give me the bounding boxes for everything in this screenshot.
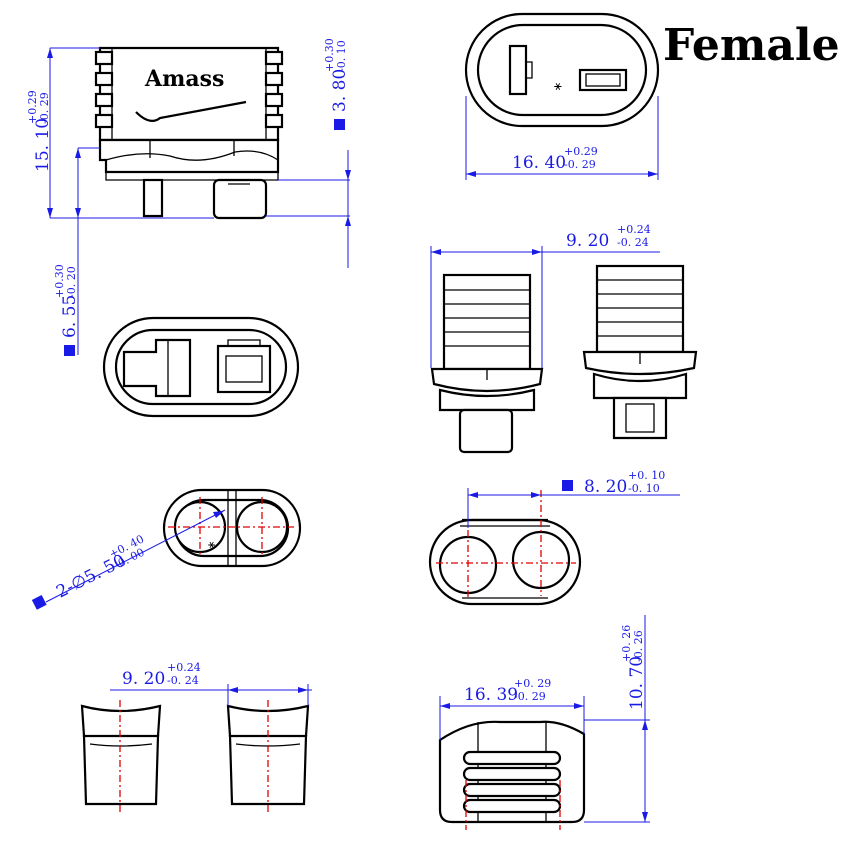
svg-text:-0. 20: -0. 20 <box>65 266 78 298</box>
svg-text:+0.24: +0.24 <box>167 661 201 674</box>
svg-text:-0. 24: -0. 24 <box>617 236 649 249</box>
brand-logo-text: Amass <box>144 66 224 92</box>
pin-face-view <box>428 490 582 606</box>
top-oval-view: ⚹ <box>464 12 660 128</box>
svg-text:+0. 10: +0. 10 <box>628 469 665 482</box>
dim-height-top: 3. 80 +0.30 -0. 10 <box>323 38 350 130</box>
dim-pin-length: 6. 55 +0.30 -0. 20 <box>53 264 80 356</box>
side-view-left <box>430 273 544 454</box>
dim-height-total: 15. 10 +0.29 -0. 29 <box>26 90 53 172</box>
svg-text:9. 20: 9. 20 <box>566 231 609 251</box>
svg-text:-0. 29: -0. 29 <box>564 158 596 171</box>
svg-text:16. 40: 16. 40 <box>512 153 566 173</box>
svg-text:+0.24: +0.24 <box>617 223 651 236</box>
dim-body-height: 10. 70 +0. 26 -0. 26 <box>620 625 647 710</box>
svg-text:16. 39: 16. 39 <box>464 685 518 705</box>
right-ribs <box>264 48 284 140</box>
terminal-pair-view <box>80 700 310 812</box>
svg-text:+0. 29: +0. 29 <box>514 677 551 690</box>
svg-text:+0.29: +0.29 <box>564 145 598 158</box>
svg-text:9. 20: 9. 20 <box>122 669 165 689</box>
svg-text:-0. 10: -0. 10 <box>335 40 348 72</box>
hole-diameter-dimension <box>45 509 226 603</box>
body-side-view <box>438 720 586 830</box>
terminal-width-dimension: 9. 20 +0.24 -0. 24 <box>110 661 312 706</box>
svg-text:-0. 29: -0. 29 <box>514 690 546 703</box>
top-width-dimension: 16. 40 +0.29 -0. 29 <box>465 96 659 180</box>
bottom-oval-view <box>102 316 300 418</box>
svg-text:+0. 26: +0. 26 <box>620 625 633 662</box>
svg-text:⚹: ⚹ <box>554 79 562 94</box>
body-dimension-lines: 16. 39 +0. 29 -0. 29 <box>439 615 650 823</box>
left-ribs <box>94 48 114 140</box>
svg-text:+0.30: +0.30 <box>53 264 66 298</box>
front-dimension-lines <box>47 47 351 355</box>
svg-text:8. 20: 8. 20 <box>584 477 627 497</box>
svg-text:-0. 26: -0. 26 <box>632 630 645 662</box>
pitch-dimension: 8. 20 +0. 10 -0. 10 <box>467 469 680 528</box>
svg-text:-0. 24: -0. 24 <box>167 674 199 687</box>
side-width-dimension: 9. 20 +0.24 -0. 24 <box>430 223 660 368</box>
svg-text:3. 80: 3. 80 <box>330 69 350 112</box>
svg-text:-0. 10: -0. 10 <box>628 482 660 495</box>
svg-text:+0.29: +0.29 <box>26 90 39 124</box>
drawing-title: Female <box>663 20 840 71</box>
socket-face-view: ⚹ <box>162 488 302 568</box>
front-elevation-view: Amass <box>94 46 284 220</box>
svg-text:10. 70: 10. 70 <box>627 656 647 710</box>
side-view-right <box>582 264 698 440</box>
svg-text:15. 10: 15. 10 <box>33 118 53 172</box>
svg-text:+0.30: +0.30 <box>323 38 336 72</box>
svg-text:⚹: ⚹ <box>208 537 215 551</box>
svg-text:-0. 29: -0. 29 <box>38 92 51 124</box>
dim-hole-diameter: 2-∅5. 50 +0. 40 -0. 00 <box>31 532 147 610</box>
svg-text:6. 55: 6. 55 <box>60 295 80 338</box>
